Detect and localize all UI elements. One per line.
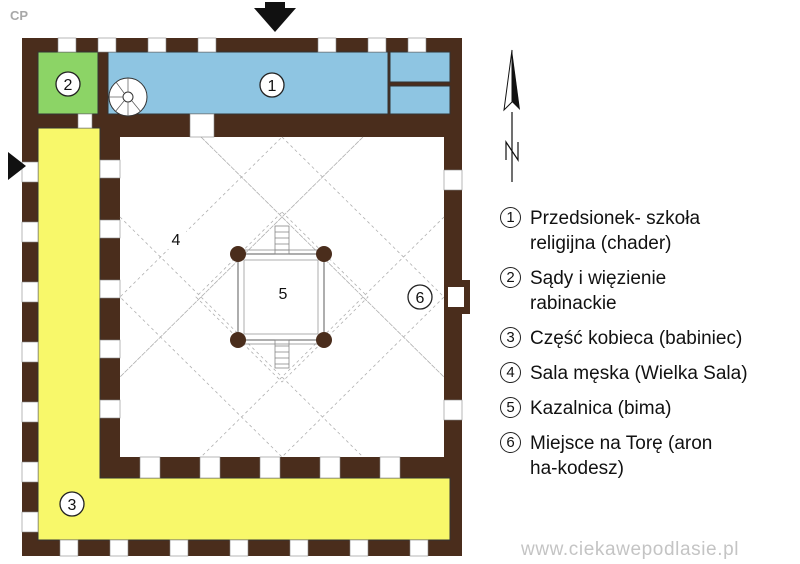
legend-number: 5 bbox=[500, 397, 521, 418]
legend-line: Sądy i więzienie bbox=[530, 268, 667, 289]
legend-text: Przedsionek- szkoła religijna (chader) bbox=[530, 206, 700, 256]
legend-line: Część kobieca (babiniec) bbox=[530, 328, 743, 349]
room-marker-1: 1 bbox=[259, 72, 285, 98]
room-marker-3: 3 bbox=[59, 491, 85, 517]
legend-item: 6 Miejsce na Torę (aron ha-kodesz) bbox=[500, 431, 800, 481]
bima-pillar bbox=[316, 246, 332, 262]
svg-text:4: 4 bbox=[172, 232, 181, 249]
legend-number: 1 bbox=[500, 207, 521, 228]
vestibule-side-room bbox=[389, 51, 451, 83]
bima-pillar bbox=[230, 332, 246, 348]
legend: 1 Przedsionek- szkoła religijna (chader)… bbox=[500, 206, 800, 491]
staircase bbox=[108, 77, 148, 117]
legend-item: 4 Sala męska (Wielka Sala) bbox=[500, 361, 800, 386]
arrow-right-icon bbox=[8, 152, 26, 180]
legend-text: Sądy i więzienie rabinackie bbox=[530, 266, 666, 316]
svg-text:1: 1 bbox=[268, 78, 277, 95]
legend-item: 5 Kazalnica (bima) bbox=[500, 396, 800, 421]
room-marker-5: 5 bbox=[270, 280, 296, 306]
legend-text: Sala męska (Wielka Sala) bbox=[530, 361, 748, 386]
legend-text: Miejsce na Torę (aron ha-kodesz) bbox=[530, 431, 712, 481]
legend-item: 3 Część kobieca (babiniec) bbox=[500, 326, 800, 351]
corner-tag: CP bbox=[10, 8, 29, 23]
room-marker-6: 6 bbox=[407, 284, 433, 310]
legend-line: Sala męska (Wielka Sala) bbox=[530, 363, 748, 384]
vestibule-room bbox=[107, 51, 389, 115]
legend-number: 2 bbox=[500, 267, 521, 288]
legend-number: 4 bbox=[500, 362, 521, 383]
legend-line: Kazalnica (bima) bbox=[530, 398, 672, 419]
legend-line: Przedsionek- szkoła bbox=[530, 208, 701, 229]
legend-line: rabinackie bbox=[530, 293, 617, 314]
arrow-down-icon-stem bbox=[265, 2, 285, 10]
room-marker-2: 2 bbox=[55, 71, 81, 97]
legend-text: Część kobieca (babiniec) bbox=[530, 326, 742, 351]
legend-item: 1 Przedsionek- szkoła religijna (chader) bbox=[500, 206, 800, 256]
legend-line: Miejsce na Torę (aron bbox=[530, 433, 713, 454]
legend-line: ha-kodesz) bbox=[530, 458, 624, 479]
legend-text: Kazalnica (bima) bbox=[530, 396, 672, 421]
wall-windows bbox=[21, 37, 463, 557]
svg-text:2: 2 bbox=[64, 77, 73, 94]
legend-number: 6 bbox=[500, 432, 521, 453]
room-marker-4: 4 bbox=[163, 226, 189, 252]
svg-text:6: 6 bbox=[416, 290, 425, 307]
legend-item: 2 Sądy i więzienie rabinackie bbox=[500, 266, 800, 316]
bima-pillar bbox=[316, 332, 332, 348]
north-arrow-icon bbox=[503, 49, 520, 182]
arrow-down-icon bbox=[254, 8, 296, 32]
svg-text:3: 3 bbox=[68, 497, 77, 514]
bima-pillar bbox=[230, 246, 246, 262]
watermark: www.ciekawepodlasie.pl bbox=[521, 539, 740, 560]
legend-line: religijna (chader) bbox=[530, 233, 672, 254]
aron-niche-inner bbox=[448, 287, 464, 307]
vestibule-side-room bbox=[389, 85, 451, 115]
legend-number: 3 bbox=[500, 327, 521, 348]
svg-text:5: 5 bbox=[279, 286, 288, 303]
